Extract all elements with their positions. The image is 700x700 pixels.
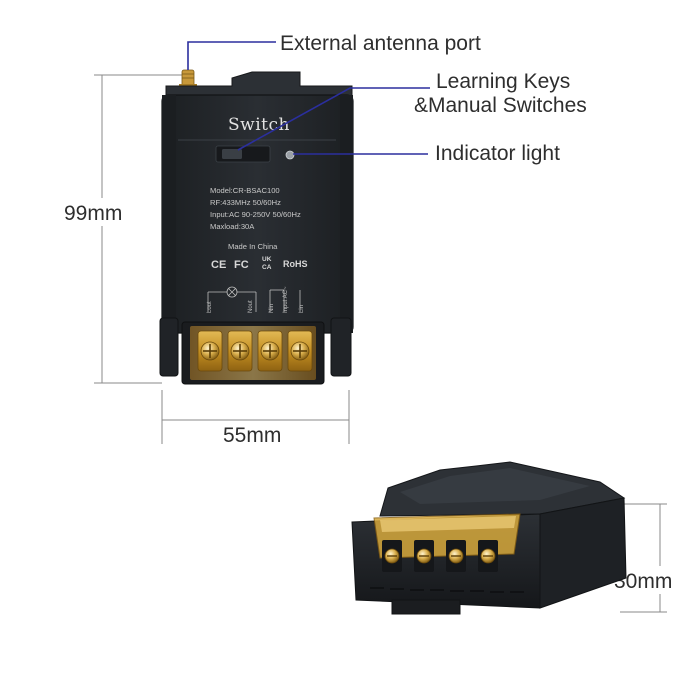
height-dimension: 99mm xyxy=(60,74,185,384)
spec-maxload: Maxload:30A xyxy=(210,222,255,231)
terminal-screw-1 xyxy=(197,330,223,372)
spec-rf: RF:433MHz 50/60Hz xyxy=(210,198,281,207)
device-front-view: Switch Model:CR-BSAC100 RF:433MHz 50/60H… xyxy=(159,69,354,385)
indicator-led xyxy=(285,150,295,160)
housing-left-rail xyxy=(162,95,176,333)
width-label-bg xyxy=(216,422,302,448)
terminal-label-input-ac: Input AC~ xyxy=(283,286,289,313)
ukca-mark-ca: CA xyxy=(262,264,272,271)
housing-right-rail xyxy=(340,95,353,333)
side-top-raised xyxy=(400,468,590,504)
fc-mark: FC xyxy=(234,259,249,271)
spec-input: Input:AC 90-250V 50/60Hz xyxy=(210,210,301,219)
wiring-diagram xyxy=(207,286,301,312)
antenna-callout-label: External antenna port xyxy=(280,32,481,55)
terminal-screw-3 xyxy=(257,330,283,372)
callouts xyxy=(187,41,430,155)
terminal-label-nout: Nout xyxy=(248,300,254,313)
terminal-screw-2 xyxy=(227,330,253,372)
keys-callout-label-line1: Learning Keys xyxy=(436,70,570,93)
height-label: 99mm xyxy=(64,202,122,225)
ukca-mark-uk: UK xyxy=(262,256,272,263)
left-mount-clip xyxy=(159,317,179,377)
side-bottom-tab xyxy=(391,599,461,615)
device-side-view xyxy=(351,461,627,615)
ce-mark: CE xyxy=(211,259,226,271)
antenna-callout-line xyxy=(187,41,276,70)
learning-key-button xyxy=(222,149,242,159)
spec-origin: Made In China xyxy=(228,242,278,251)
spec-model: Model:CR-BSAC100 xyxy=(210,186,280,195)
terminal-label-lin: Lin xyxy=(299,305,305,313)
height-label-bg xyxy=(60,198,144,226)
right-mount-clip xyxy=(330,317,352,377)
width-dimension: 55mm xyxy=(161,390,350,448)
width-label: 55mm xyxy=(223,424,281,447)
indicator-callout-label: Indicator light xyxy=(435,142,560,165)
terminal-screw-4 xyxy=(287,330,313,372)
vent-slots xyxy=(370,587,524,593)
rohs-mark: RoHS xyxy=(283,259,308,269)
side-terminal-screws xyxy=(382,540,498,572)
depth-label: 30mm xyxy=(614,570,672,593)
terminal-label-lout: Lout xyxy=(207,301,213,313)
keys-callout-label-line2: &Manual Switches xyxy=(414,94,587,117)
terminal-label-nin: Nin xyxy=(269,304,275,313)
terminal-screws xyxy=(197,330,313,372)
side-terminal-cover-shine xyxy=(380,516,516,532)
keys-callout-line xyxy=(237,87,430,151)
brand-label: Switch xyxy=(228,115,290,135)
